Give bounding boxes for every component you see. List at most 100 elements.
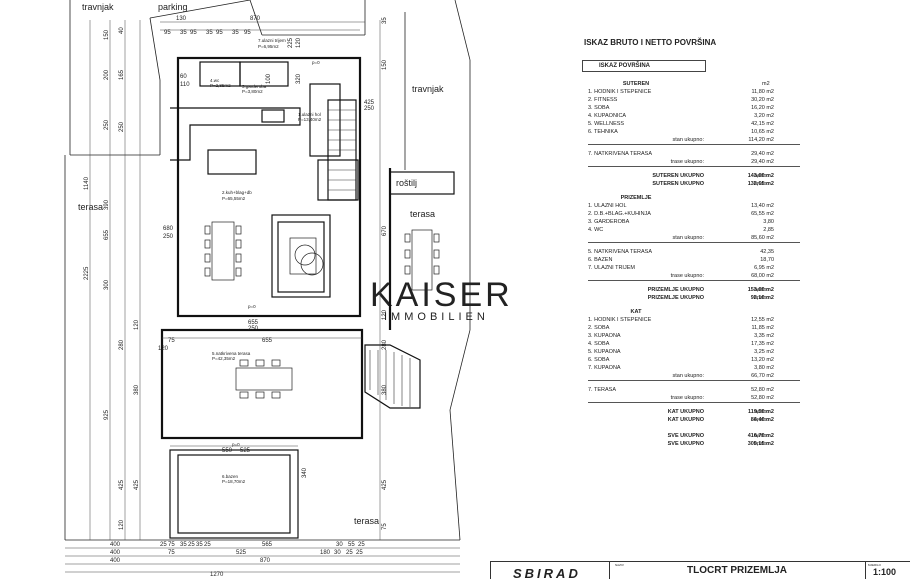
item-name: 5. KUPAONA [588,349,621,355]
dimension-label: 925 [104,409,110,420]
item-value: 13,40 m2 [751,203,774,209]
item-name: 4. KUPAONICA [588,113,627,119]
dimension-label: 95 [216,30,223,36]
total-kind: bruto: [753,295,768,301]
drawing-scale: 1:100 [873,567,897,577]
table-title: ISKAZ BRUTO I NETTO POVRŠINA [584,38,717,47]
section-header: PRIZEMLJE [570,194,900,202]
area-table: ISKAZ BRUTO I NETTO POVRŠINA ISKAZ POVRŠ… [570,30,900,535]
item-value: 119,50 m2 [748,409,774,415]
total-label: SVE UKUPNO [667,433,704,439]
level-mark-c: p=0 [232,442,240,447]
room-natkrivena-terasa: 5.natkrivena terasa [212,351,251,356]
dimension-label: 35 [232,30,239,36]
dimension-label: 425 [119,479,125,490]
dimension-label: 680 [163,226,174,232]
room-wc-area: P=2,85m2 [210,83,231,88]
dimension-label: 1140 [84,176,90,190]
dimension-label: 870 [260,558,271,564]
dimension-label: 120 [158,346,169,352]
total-kind: bruto: [753,181,768,187]
item-value: 52,80 m2 [751,387,774,393]
item-value: 132,65 m2 [747,181,774,187]
dimension-label: 300 [104,279,110,290]
item-value: 114,20 m2 [748,137,774,143]
table-row: trase ukupno:68,00 m2 [570,272,900,281]
item-value: 3,80 [763,219,774,225]
dimension-label: 75 [168,338,175,344]
total-label: stan ukupno: [672,137,705,143]
table-row: trase ukupno:29,40 m2 [570,158,900,167]
dimension-label: 655 [248,320,259,326]
dimension-label: 425 [134,479,140,490]
item-name: 4. WC [588,227,604,233]
dimension-label: 75 [168,550,175,556]
item-name: 1. ULAZNI HOL [588,203,627,209]
section-caption: PRIZEMLJE [620,195,652,201]
item-value: 153,60 m2 [747,287,774,293]
dimension-label: 120 [119,519,125,530]
dimension-label: 75 [168,542,175,548]
dimension-label: 400 [110,558,121,564]
scale-label: MJERILO [868,563,882,567]
dimension-label: 120 [296,37,302,48]
label-rostilj: roštilj [396,178,417,188]
dimension-label: 25 [346,550,353,556]
item-value: 2,85 [763,227,774,233]
dimension-label: 250 [104,119,110,130]
dimension-label: 565 [262,542,273,548]
dimension-label: 870 [250,16,261,22]
item-value: 18,70 [760,257,774,263]
item-value: 68,00 m2 [751,273,774,279]
total-label: trase ukupno: [670,395,704,401]
room-garderoba: 3.garderoba [242,84,267,89]
item-value: 92,10 m2 [750,295,774,301]
dimension-label: 120 [134,319,140,330]
item-value: 42,15 m2 [751,121,774,127]
dimension-label: 25 [204,542,211,548]
level-mark-a: p=0 [312,60,320,65]
dimension-label: 25 [160,542,167,548]
item-value: 13,20 m2 [751,357,774,363]
item-name: 6. TEHNIKA [588,129,618,135]
item-value: 30,20 m2 [751,97,774,103]
dimension-label: 280 [119,339,125,350]
item-value: 416,70 m2 [747,433,774,439]
item-name: 5. NATKRIVENA TERASA [588,249,652,255]
dimension-label: 250 [163,234,174,240]
label-terasa-bottom: terasa [354,516,379,526]
dimension-label: 35 [196,542,203,548]
room-kuhinja-area: P=65,55m2 [222,196,246,201]
dimension-label: 340 [302,467,308,478]
dimension-label: 200 [104,69,110,80]
label-travnjak-top: travnjak [82,2,114,12]
label-terasa-right: terasa [410,209,435,219]
dimension-label: 25 [358,542,365,548]
dimension-label: 250 [248,326,259,332]
table-row: 1. ULAZNI HOL 13,40 m2 [570,202,900,210]
dimension-label: 655 [104,229,110,240]
dimension-label: 35 [180,542,187,548]
dimension-label: 425 [364,100,375,106]
drawing-title: TLOCRT PRIZEMLJA [687,565,787,576]
table-row: 4. WC 2,85 [570,226,900,234]
dimension-label: 25 [356,550,363,556]
label-terasa-left: terasa [78,202,103,212]
room-ulazni-trijem-area: P=6,95m2 [258,44,279,49]
table-row: stan ukupno:85,60 m2 [570,234,900,243]
